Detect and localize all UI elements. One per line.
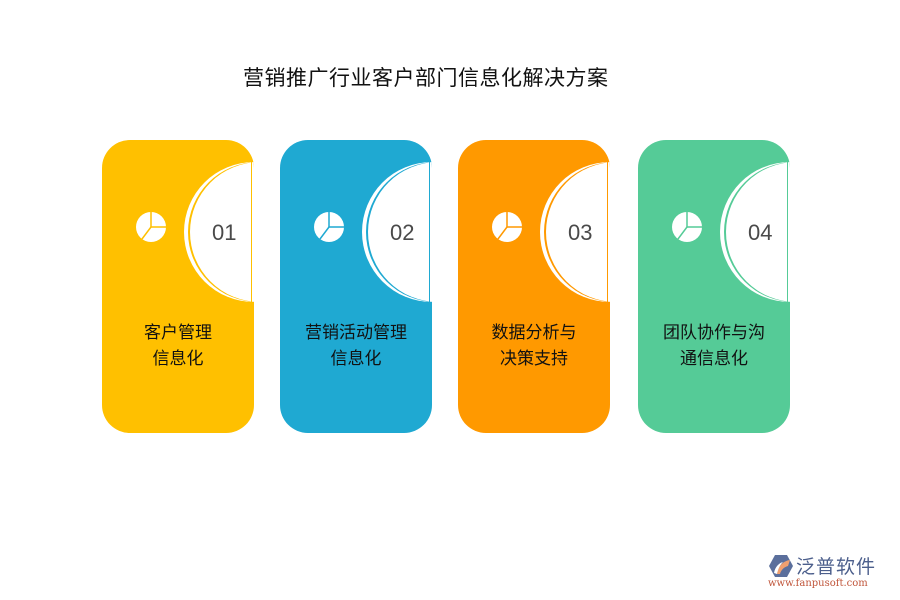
card-label-line1: 团队协作与沟 bbox=[663, 323, 765, 343]
card-label-line2: 决策支持 bbox=[500, 349, 568, 369]
card-label-line2: 信息化 bbox=[330, 349, 382, 369]
edge-line bbox=[251, 162, 252, 302]
card-label: 数据分析与 决策支持 bbox=[458, 320, 610, 372]
card-label-line2: 通信息化 bbox=[680, 349, 748, 369]
card-01: 01 客户管理 信息化 bbox=[102, 140, 254, 433]
brand-name: 泛普软件 bbox=[796, 556, 877, 578]
edge-line bbox=[607, 162, 608, 302]
card-04: 04 团队协作与沟 通信息化 bbox=[638, 140, 790, 433]
pie-chart-icon bbox=[672, 212, 702, 242]
pie-chart-icon bbox=[492, 212, 522, 242]
card-label: 客户管理 信息化 bbox=[102, 320, 254, 372]
card-label-line2: 信息化 bbox=[152, 349, 204, 369]
card-number: 04 bbox=[748, 220, 773, 245]
card-02: 02 营销活动管理 信息化 bbox=[280, 140, 432, 433]
card-label: 营销活动管理 信息化 bbox=[280, 320, 432, 372]
card-number: 02 bbox=[390, 220, 415, 245]
card-number: 03 bbox=[568, 220, 593, 245]
card-label-line1: 营销活动管理 bbox=[305, 323, 407, 343]
edge-line bbox=[429, 162, 430, 302]
card-label-line1: 数据分析与 bbox=[491, 323, 577, 343]
card-label: 团队协作与沟 通信息化 bbox=[638, 320, 790, 372]
brand-url: www.fanpusoft.com bbox=[768, 578, 868, 589]
card-number: 01 bbox=[212, 220, 237, 245]
pie-chart-icon bbox=[136, 212, 166, 242]
card-label-line1: 客户管理 bbox=[144, 323, 212, 343]
card-03: 03 数据分析与 决策支持 bbox=[458, 140, 610, 433]
fanpu-logo-icon bbox=[769, 555, 793, 577]
page-title: 营销推广行业客户部门信息化解决方案 bbox=[243, 66, 609, 90]
edge-line bbox=[787, 162, 788, 302]
pie-chart-icon bbox=[314, 212, 344, 242]
brand-logo: 泛普软件 www.fanpusoft.com bbox=[768, 552, 893, 592]
